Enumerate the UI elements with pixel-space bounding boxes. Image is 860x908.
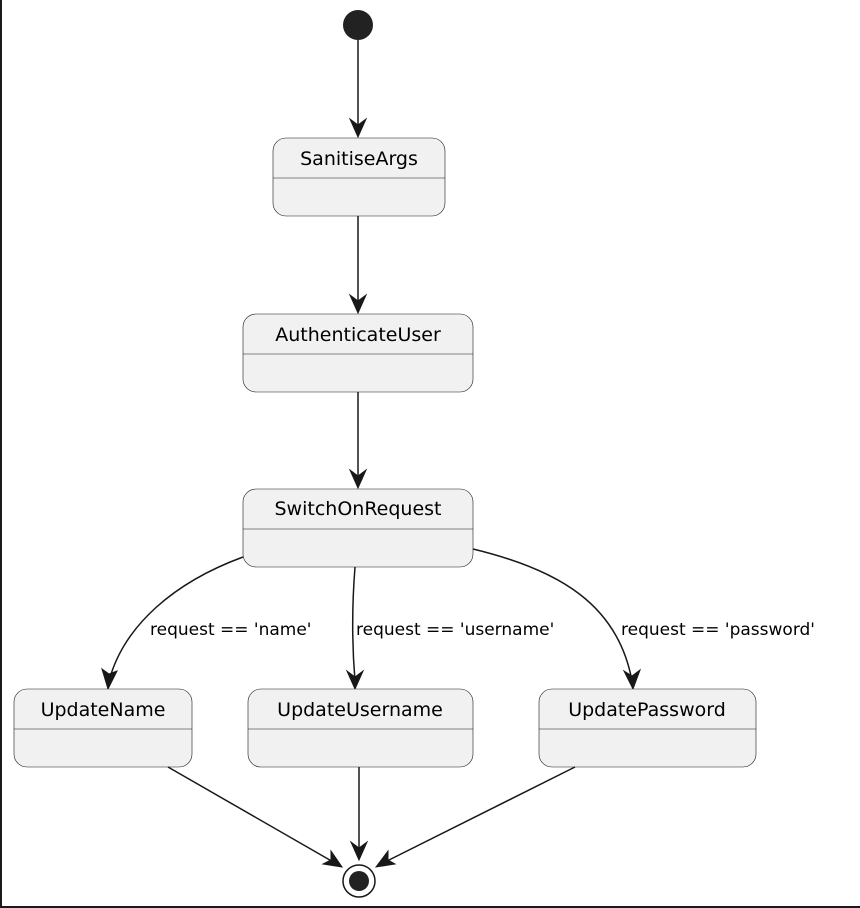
state-name: SwitchOnRequest [275,498,442,520]
transition-label-username: request == 'username' [356,620,554,640]
state-name: UpdatePassword [568,699,726,721]
state-name: UpdateUsername [277,699,443,721]
arrowhead [101,667,119,691]
state-switch-on-request: SwitchOnRequest [242,488,474,568]
state-update-name: UpdateName [13,688,193,768]
transition-label-password: request == 'password' [621,620,815,640]
final-state [342,864,376,898]
edge-update-name-to-final [167,766,336,864]
arrowhead [345,669,365,691]
transition-label-name: request == 'name' [150,620,311,640]
state-name: AuthenticateUser [275,324,441,346]
edge-switch-to-update-password [472,548,633,682]
initial-state [343,10,373,40]
state-authenticate-user: AuthenticateUser [242,313,474,393]
arrowhead [348,293,368,315]
arrowhead [349,840,369,862]
arrowhead [348,117,368,139]
edge-switch-to-update-username [352,566,356,682]
state-sanitise-args: SanitiseArgs [272,137,446,217]
state-name: SanitiseArgs [300,148,418,170]
arrowhead [622,668,642,691]
edge-switch-to-update-name [108,556,244,682]
arrowhead [321,849,344,868]
edge-update-password-to-final [382,766,576,864]
arrowhead [374,849,397,868]
state-update-password: UpdatePassword [538,688,757,768]
state-name: UpdateName [41,699,166,721]
state-update-username: UpdateUsername [247,688,474,768]
arrowhead [348,468,368,490]
